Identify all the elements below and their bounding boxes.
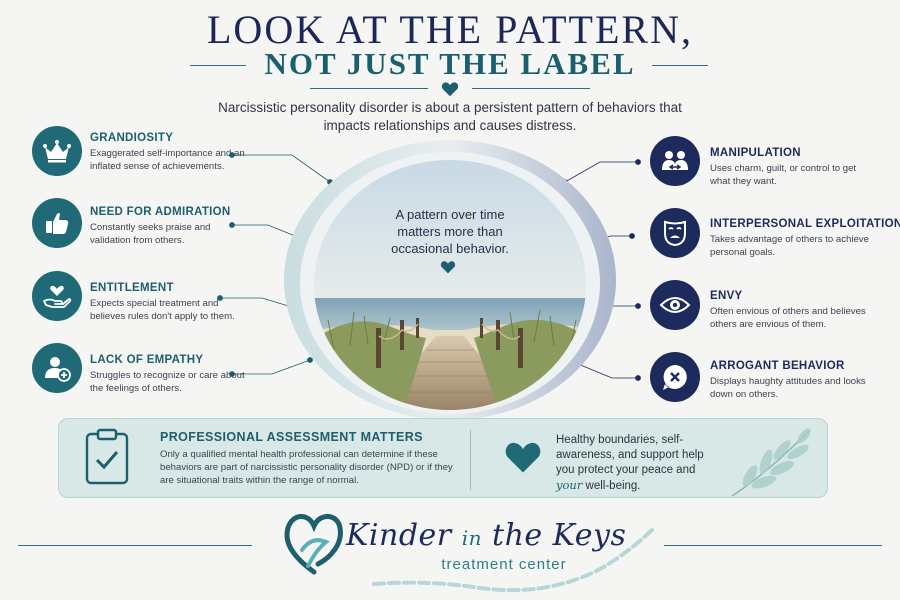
assessment-title: Professional Assessment Matters — [160, 430, 423, 444]
item-lack-of-empathy: Lack of Empathy Struggles to recognize o… — [90, 354, 250, 395]
title-heart-icon — [441, 82, 459, 97]
title-rule-right — [652, 65, 708, 66]
logo-name-b: in — [461, 526, 482, 550]
support-text-main: Healthy boundaries, self-awareness, and … — [556, 434, 704, 476]
item-title: Grandiosity — [90, 132, 174, 144]
support-text: Healthy boundaries, self-awareness, and … — [556, 433, 716, 494]
footer-rule-right — [664, 545, 882, 546]
item-desc: Constantly seeks praise and validation f… — [90, 222, 211, 246]
clipboard-check-icon — [85, 428, 129, 485]
item-need-for-admiration: Need for Admiration Constantly seeks pra… — [90, 206, 250, 247]
subtitle: Narcissistic personality disorder is abo… — [218, 100, 682, 133]
item-title: Entitlement — [90, 282, 174, 294]
logo-name-c: the Keys — [492, 518, 627, 553]
item-desc: Takes advantage of others to achieve per… — [710, 234, 869, 258]
item-title: Need for Admiration — [90, 206, 231, 218]
item-manipulation: Manipulation Uses charm, guilt, or contr… — [710, 147, 870, 188]
footer-rule-left — [18, 545, 252, 546]
item-desc: Uses charm, guilt, or control to get wha… — [710, 163, 857, 187]
item-grandiosity: Grandiosity Exaggerated self-importance … — [90, 132, 250, 173]
item-title: Lack of Empathy — [90, 354, 204, 366]
item-title: Arrogant Behavior — [710, 360, 845, 372]
crown-icon — [32, 126, 82, 176]
assessment-panel — [58, 418, 828, 498]
leaf-sprig-icon — [731, 428, 811, 497]
item-desc: Struggles to recognize or care about the… — [90, 370, 245, 394]
logo-name-a: Kinder — [346, 518, 452, 553]
user-plus-icon — [32, 343, 82, 393]
item-title: Interpersonal Exploitation — [710, 218, 900, 230]
center-text: A pattern over time matters more than oc… — [391, 207, 509, 256]
speech-x-icon — [650, 352, 700, 402]
item-title: Manipulation — [710, 147, 801, 159]
item-title: Envy — [710, 290, 743, 302]
support-text-end: well-being. — [585, 480, 641, 492]
item-desc: Often envious of others and believes oth… — [710, 306, 866, 330]
hand-heart-icon — [32, 271, 82, 321]
eye-icon — [650, 280, 700, 330]
title-rule-left — [190, 65, 246, 66]
title-line-1: Look at the Pattern, — [207, 7, 693, 52]
item-desc: Expects special treatment and believes r… — [90, 298, 235, 322]
divider-left — [310, 88, 428, 89]
beach-scene-image — [314, 160, 586, 410]
logo-heart-icon — [284, 514, 343, 575]
item-envy: Envy Often envious of others and believe… — [710, 290, 870, 331]
assessment-desc: Only a qualified mental health professio… — [160, 449, 453, 486]
item-interpersonal-exploitation: Interpersonal Exploitation Takes advanta… — [710, 218, 900, 259]
thumbs-up-icon — [32, 198, 82, 248]
center-heart-icon — [440, 261, 456, 274]
panel-divider — [470, 430, 471, 490]
theater-mask-icon — [650, 208, 700, 258]
support-text-emphasis: your — [556, 478, 583, 492]
item-desc: Exaggerated self-importance and an infla… — [90, 148, 245, 172]
logo-wordmark: Kinder in the Keys — [346, 518, 626, 553]
title-line-2: Not Just the Label — [264, 46, 636, 81]
heart-icon — [505, 442, 541, 473]
divider-right — [472, 88, 590, 89]
keys-island-chain-decoration — [372, 528, 654, 593]
item-desc: Displays haughty attitudes and looks dow… — [710, 376, 866, 400]
item-arrogant-behavior: Arrogant Behavior Displays haughty attit… — [710, 360, 870, 401]
item-entitlement: Entitlement Expects special treatment an… — [90, 282, 250, 323]
logo-tagline: treatment center — [441, 556, 567, 573]
people-arrows-icon — [650, 136, 700, 186]
